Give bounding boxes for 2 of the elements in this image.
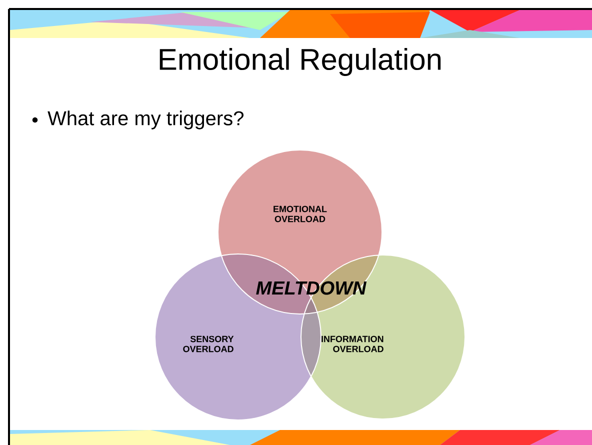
title: Emotional Regulation (160, 48, 441, 76)
bullet-text: What are my triggers? (48, 110, 244, 130)
